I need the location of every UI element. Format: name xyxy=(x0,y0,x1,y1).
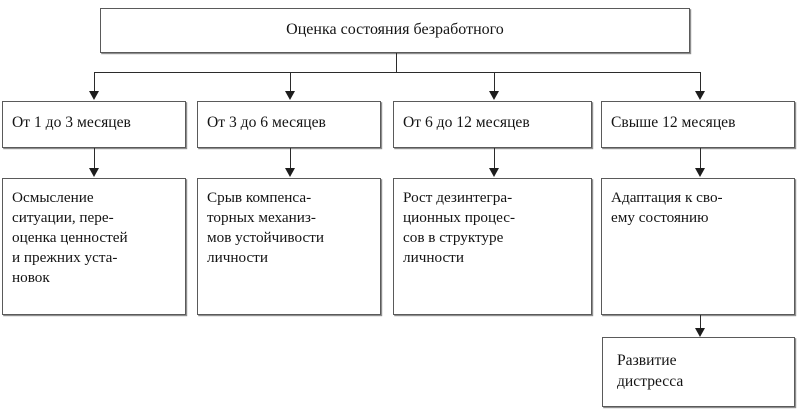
connector-bus-to-period-3 xyxy=(494,72,495,92)
arrowhead-outcome xyxy=(695,328,705,337)
arrowhead-description-4 xyxy=(695,168,705,177)
description-box-4: Адаптация к сво- ему состоянию xyxy=(601,178,795,315)
period-box-1-label: От 1 до 3 месяцев xyxy=(12,114,131,131)
arrowhead-period-1 xyxy=(89,91,99,100)
period-box-4-label: Свыше 12 месяцев xyxy=(611,114,736,131)
connector-bus-to-period-2 xyxy=(290,72,291,92)
arrowhead-description-2 xyxy=(285,168,295,177)
connector-period-3-to-description-3 xyxy=(494,148,495,169)
connector-bus-to-period-1 xyxy=(94,72,95,92)
connector-distribution-bus xyxy=(94,72,701,73)
period-box-1: От 1 до 3 месяцев xyxy=(2,101,186,148)
connector-description-4-to-outcome xyxy=(700,315,701,329)
description-box-2: Срыв компенса- торных механиз- мов устой… xyxy=(197,178,381,315)
period-box-3: От 6 до 12 месяцев xyxy=(393,101,592,148)
arrowhead-description-3 xyxy=(489,168,499,177)
connector-period-4-to-description-4 xyxy=(700,148,701,169)
period-box-2-label: От 3 до 6 месяцев xyxy=(207,114,326,131)
outcome-box: Развитие дистресса xyxy=(602,337,795,407)
description-box-3: Рост дезинтегра- ционных процес- сов в с… xyxy=(393,178,592,315)
description-box-2-label: Срыв компенса- торных механиз- мов устой… xyxy=(207,189,324,267)
description-box-1-label: Осмысление ситуации, пере- оценка ценнос… xyxy=(12,189,128,287)
outcome-box-label: Развитие дистресса xyxy=(617,352,684,390)
arrowhead-description-1 xyxy=(89,168,99,177)
description-box-4-label: Адаптация к сво- ему состоянию xyxy=(611,189,723,227)
description-box-1: Осмысление ситуации, пере- оценка ценнос… xyxy=(2,178,186,315)
period-box-3-label: От 6 до 12 месяцев xyxy=(403,114,530,131)
description-box-3-label: Рост дезинтегра- ционных процес- сов в с… xyxy=(403,189,516,267)
connector-period-1-to-description-1 xyxy=(94,148,95,169)
connector-title-stem xyxy=(396,53,397,72)
connector-period-2-to-description-2 xyxy=(290,148,291,169)
arrowhead-period-3 xyxy=(489,91,499,100)
title-box-label: Оценка состояния безработного xyxy=(286,21,504,38)
title-box: Оценка состояния безработного xyxy=(100,8,690,53)
arrowhead-period-2 xyxy=(285,91,295,100)
arrowhead-period-4 xyxy=(695,91,705,100)
period-box-2: От 3 до 6 месяцев xyxy=(197,101,381,148)
connector-bus-to-period-4 xyxy=(700,72,701,92)
period-box-4: Свыше 12 месяцев xyxy=(601,101,795,148)
